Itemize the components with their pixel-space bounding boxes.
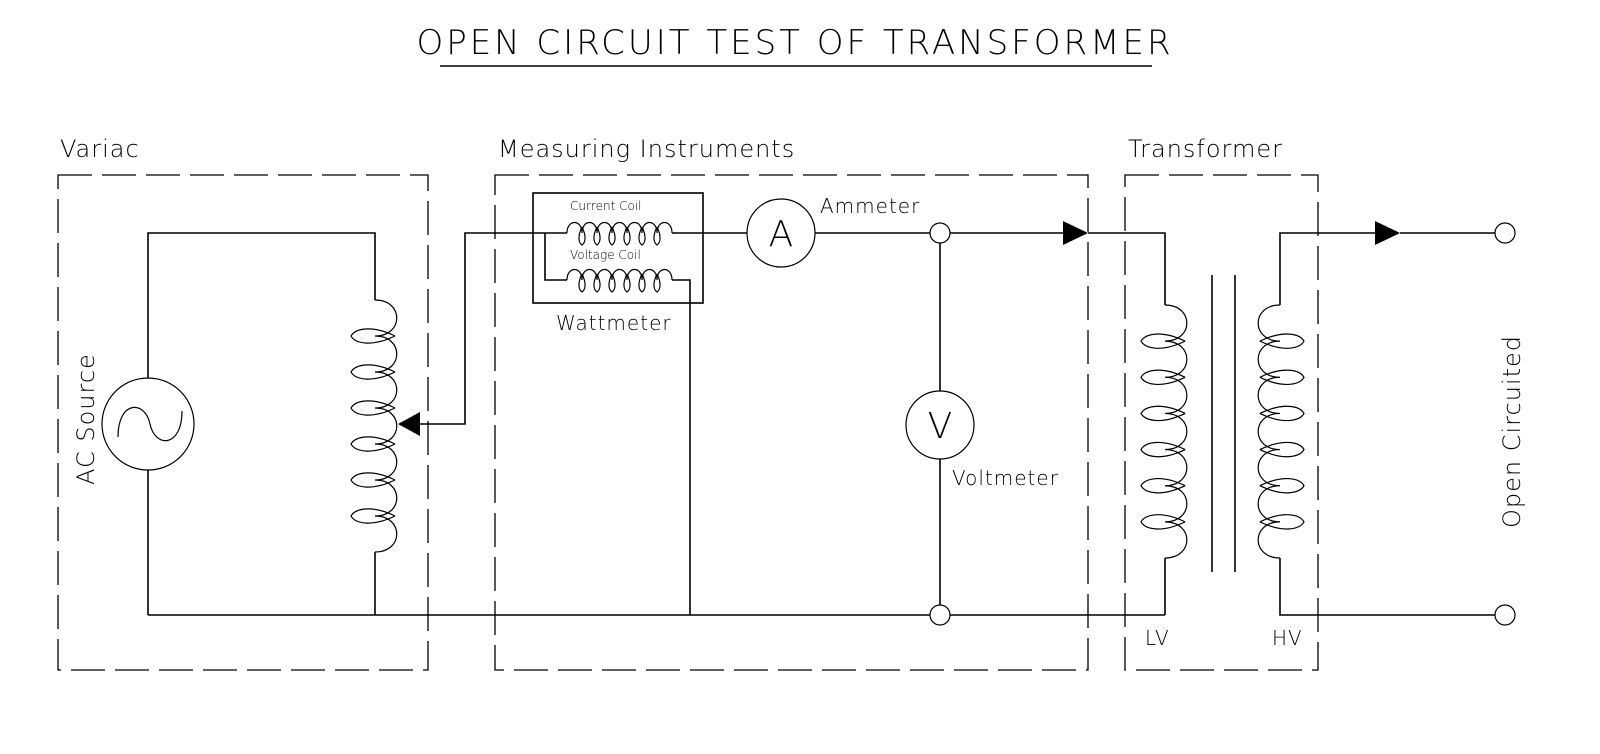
coil-loop xyxy=(1259,514,1305,530)
coil-outer-arcs xyxy=(1164,304,1188,559)
hv-label: HV xyxy=(1272,626,1303,650)
voltage-coil xyxy=(566,268,673,293)
coil-loop xyxy=(578,273,586,293)
variac-tap-arrow-icon xyxy=(398,412,420,436)
coil-outer-arcs xyxy=(374,299,398,553)
coil-outer-arcs xyxy=(566,221,673,234)
measuring-instruments-box xyxy=(494,174,1089,671)
coil-loop xyxy=(350,364,396,380)
coil-loop xyxy=(608,226,616,246)
variac-top-wire xyxy=(147,232,376,378)
ammeter: A xyxy=(746,198,816,268)
current-coil xyxy=(566,221,673,246)
open-terminal-top xyxy=(1494,222,1516,244)
voltage-coil-out-lead xyxy=(672,279,691,615)
transformer-box xyxy=(1124,174,1319,671)
voltmeter-symbol: V xyxy=(928,406,953,447)
wattmeter-label: Wattmeter xyxy=(556,311,672,335)
lv-top-wire xyxy=(1088,232,1166,305)
voltmeter-label: Voltmeter xyxy=(952,466,1059,490)
ammeter-label: Ammeter xyxy=(820,194,920,218)
current-coil-label: Current Coil xyxy=(570,199,641,213)
coil-loop xyxy=(593,226,601,246)
hv-bottom-wire xyxy=(1279,558,1495,616)
coil-loop xyxy=(350,436,396,452)
coil-loop xyxy=(578,226,586,246)
sine-wave-icon xyxy=(117,406,183,442)
diagram-title: OPEN CIRCUIT TEST OF TRANSFORMER xyxy=(416,23,1173,63)
variac-coil xyxy=(350,299,398,553)
open-circuited-label: Open Circuited xyxy=(1498,335,1526,528)
coil-loop xyxy=(1140,514,1186,530)
coil-loop xyxy=(1140,478,1186,494)
coil-loop xyxy=(350,400,396,416)
coil-outer-arcs xyxy=(1257,304,1281,559)
section-label-measuring: Measuring Instruments xyxy=(498,135,795,163)
voltage-coil-in-lead xyxy=(544,233,567,281)
junction-node-top xyxy=(929,222,951,244)
tap-to-wattmeter-wire xyxy=(420,232,533,425)
coil-loop xyxy=(1140,441,1186,458)
coil-loop xyxy=(350,472,396,488)
coil-loop xyxy=(1140,333,1186,349)
coil-loop xyxy=(638,226,646,246)
hv-winding xyxy=(1257,304,1305,559)
wattmeter: Current Coil Voltage Coil xyxy=(532,192,747,615)
coil-loop xyxy=(1259,333,1305,349)
primary-current-arrow-icon xyxy=(1063,221,1088,245)
wattmeter-box xyxy=(532,192,704,304)
ac-source xyxy=(101,377,195,471)
junction-node-bottom xyxy=(929,604,951,626)
coil-loop xyxy=(1140,405,1186,422)
coil-outer-arcs xyxy=(566,268,673,281)
coil-loop xyxy=(1259,441,1305,458)
hv-top-wire xyxy=(1279,232,1375,305)
coil-loop xyxy=(653,273,661,293)
coil-loop xyxy=(1140,369,1186,385)
coil-loop xyxy=(350,328,396,344)
lv-winding xyxy=(1140,304,1188,559)
coil-loop xyxy=(350,508,396,524)
ammeter-symbol: A xyxy=(769,214,794,255)
section-label-variac: Variac xyxy=(60,135,140,163)
variac-box xyxy=(57,174,429,671)
coil-loop xyxy=(623,226,631,246)
secondary-arrow-icon xyxy=(1375,221,1400,245)
voltmeter: V xyxy=(905,390,975,460)
coil-loop xyxy=(1259,369,1305,385)
coil-loop xyxy=(653,226,661,246)
coil-loop xyxy=(1259,478,1305,494)
lv-label: LV xyxy=(1145,626,1170,650)
open-terminal-bottom xyxy=(1494,604,1516,626)
section-label-transformer: Transformer xyxy=(1128,135,1283,163)
coil-loop xyxy=(1259,405,1305,422)
ac-source-label: AC Source xyxy=(72,353,100,485)
coil-loop xyxy=(593,273,601,293)
coil-loop xyxy=(623,273,631,293)
coil-loop xyxy=(608,273,616,293)
coil-loop xyxy=(638,273,646,293)
voltage-coil-label: Voltage Coil xyxy=(570,248,641,262)
